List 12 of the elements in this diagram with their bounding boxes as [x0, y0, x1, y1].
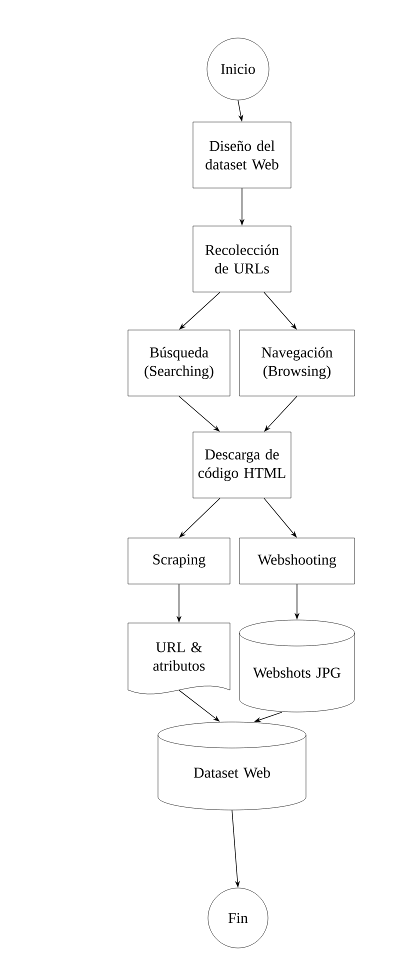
database-cylinder: Webshots JPG — [239, 620, 355, 712]
node-label: Webshots JPG — [253, 667, 341, 678]
process-box: Navegación (Browsing) — [239, 330, 355, 396]
database-cylinder: Dataset Web — [158, 722, 306, 810]
arrow — [178, 690, 220, 722]
node-label: Dataset Web — [194, 767, 270, 778]
process-box: Scraping — [128, 538, 230, 584]
process-box: Búsqueda (Searching) — [128, 330, 230, 396]
process-box: Diseño del dataset Web — [192, 122, 292, 188]
process-box: Recolección de URLs — [192, 226, 292, 292]
process-box: Webshooting — [239, 538, 355, 584]
process-box: Descarga de código HTML — [192, 432, 292, 498]
